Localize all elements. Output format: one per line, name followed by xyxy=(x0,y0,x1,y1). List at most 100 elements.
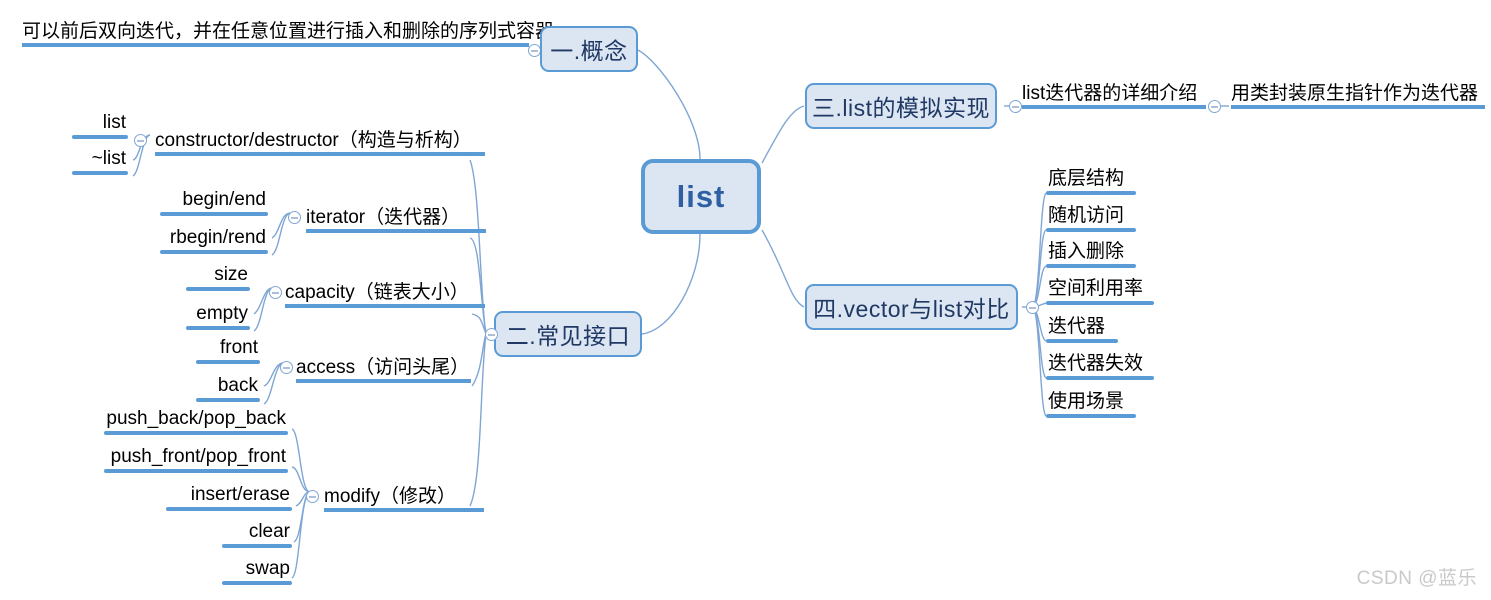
leaf-clear-label: clear xyxy=(248,521,290,542)
collapse-minus-icon-group-constructor[interactable] xyxy=(134,134,147,147)
leaf-compare-2[interactable]: 插入删除 xyxy=(1046,241,1136,268)
leaf-clear-rule xyxy=(222,544,292,548)
leaf-front-label: front xyxy=(219,337,258,358)
leaf-rbegin-rend[interactable]: rbegin/rend xyxy=(160,227,268,254)
leaf-destructor[interactable]: ~list xyxy=(72,148,128,175)
concept-note: 可以前后双向迭代，并在任意位置进行插入和删除的序列式容器 xyxy=(22,20,555,47)
collapse-minus-icon-group-modify[interactable] xyxy=(306,490,319,503)
leaf-insert-erase[interactable]: insert/erase xyxy=(166,484,292,511)
group-capacity-label: capacity（链表大小） xyxy=(285,282,469,303)
group-iterator: iterator（迭代器） xyxy=(306,206,486,233)
watermark: CSDN @蓝乐 xyxy=(1356,568,1477,589)
leaf-compare-4-label: 迭代器 xyxy=(1048,316,1106,337)
collapse-minus-icon-interfaces[interactable] xyxy=(485,328,498,341)
leaf-compare-3-label: 空间利用率 xyxy=(1048,278,1144,299)
group-capacity: capacity（链表大小） xyxy=(285,281,485,308)
node-concept[interactable]: 一.概念 xyxy=(540,26,638,72)
leaf-push-back-label: push_back/pop_back xyxy=(106,408,286,429)
group-access-rule xyxy=(296,379,471,383)
simulate-detail-label: list迭代器的详细介绍 xyxy=(1022,83,1198,104)
leaf-list[interactable]: list xyxy=(72,112,128,139)
leaf-size[interactable]: size xyxy=(186,264,250,291)
leaf-insert-erase-label: insert/erase xyxy=(190,484,290,505)
node-root-list[interactable]: list xyxy=(641,159,761,234)
leaf-empty-rule xyxy=(186,326,250,330)
leaf-insert-erase-rule xyxy=(166,507,292,511)
leaf-compare-5-label: 迭代器失效 xyxy=(1048,353,1144,374)
leaf-front[interactable]: front xyxy=(196,337,260,364)
group-access-label: access（访问头尾） xyxy=(296,357,470,378)
leaf-compare-6-rule xyxy=(1046,414,1136,418)
leaf-swap[interactable]: swap xyxy=(222,558,292,585)
leaf-compare-5[interactable]: 迭代器失效 xyxy=(1046,353,1154,380)
leaf-push-front-label: push_front/pop_front xyxy=(110,446,286,467)
leaf-rbegin-rend-label: rbegin/rend xyxy=(169,227,266,248)
collapse-minus-icon-group-access[interactable] xyxy=(280,361,293,374)
node-root-label: list xyxy=(676,178,726,214)
leaf-back-label: back xyxy=(217,375,258,396)
leaf-list-rule xyxy=(72,135,128,139)
leaf-swap-label: swap xyxy=(245,558,290,579)
leaf-compare-0[interactable]: 底层结构 xyxy=(1046,168,1136,195)
leaf-compare-1[interactable]: 随机访问 xyxy=(1046,205,1136,232)
simulate-detail-child: 用类封装原生指针作为迭代器 xyxy=(1231,82,1485,109)
leaf-begin-end-rule xyxy=(160,212,268,216)
leaf-compare-6[interactable]: 使用场景 xyxy=(1046,391,1136,418)
leaf-compare-0-label: 底层结构 xyxy=(1048,168,1125,189)
concept-note-label: 可以前后双向迭代，并在任意位置进行插入和删除的序列式容器 xyxy=(22,21,555,42)
leaf-size-rule xyxy=(186,287,250,291)
leaf-swap-rule xyxy=(222,581,292,585)
leaf-compare-4[interactable]: 迭代器 xyxy=(1046,316,1118,343)
node-compare-label: 四.vector与list对比 xyxy=(813,296,1010,322)
collapse-minus-icon-group-capacity[interactable] xyxy=(269,286,282,299)
leaf-push-back[interactable]: push_back/pop_back xyxy=(104,408,288,435)
leaf-push-front[interactable]: push_front/pop_front xyxy=(104,446,288,473)
leaf-compare-3[interactable]: 空间利用率 xyxy=(1046,278,1154,305)
group-capacity-rule xyxy=(285,304,485,308)
group-iterator-rule xyxy=(306,229,486,233)
group-modify: modify（修改） xyxy=(324,485,484,512)
node-compare[interactable]: 四.vector与list对比 xyxy=(805,284,1018,330)
group-iterator-label: iterator（迭代器） xyxy=(306,207,461,228)
leaf-compare-3-rule xyxy=(1046,301,1154,305)
collapse-minus-icon-compare[interactable] xyxy=(1026,301,1039,314)
simulate-detail-child-label: 用类封装原生指针作为迭代器 xyxy=(1231,83,1479,104)
node-concept-label: 一.概念 xyxy=(550,38,628,64)
leaf-compare-2-label: 插入删除 xyxy=(1048,241,1125,262)
leaf-size-label: size xyxy=(214,264,248,285)
leaf-back[interactable]: back xyxy=(196,375,260,402)
leaf-destructor-label: ~list xyxy=(91,148,126,169)
group-constructor-label: constructor/destructor（构造与析构） xyxy=(155,130,472,151)
node-simulate-label: 三.list的模拟实现 xyxy=(812,95,990,121)
leaf-destructor-rule xyxy=(72,171,128,175)
simulate-detail-child-rule xyxy=(1231,105,1485,109)
group-constructor: constructor/destructor（构造与析构） xyxy=(155,129,485,156)
leaf-compare-1-rule xyxy=(1046,228,1136,232)
leaf-back-rule xyxy=(196,398,260,402)
group-modify-rule xyxy=(324,508,484,512)
leaf-clear[interactable]: clear xyxy=(222,521,292,548)
collapse-minus-icon-simulate-detail[interactable] xyxy=(1208,100,1221,113)
node-simulate[interactable]: 三.list的模拟实现 xyxy=(805,83,997,129)
leaf-front-rule xyxy=(196,360,260,364)
leaf-empty[interactable]: empty xyxy=(186,303,250,330)
group-constructor-rule xyxy=(155,152,485,156)
leaf-compare-0-rule xyxy=(1046,191,1136,195)
group-access: access（访问头尾） xyxy=(296,356,471,383)
leaf-compare-1-label: 随机访问 xyxy=(1048,205,1125,226)
leaf-empty-label: empty xyxy=(196,303,248,324)
collapse-minus-icon-simulate[interactable] xyxy=(1009,100,1022,113)
leaf-begin-end-label: begin/end xyxy=(182,189,266,210)
node-interfaces[interactable]: 二.常见接口 xyxy=(494,311,642,357)
simulate-detail-rule xyxy=(1022,105,1206,109)
collapse-minus-icon-group-iterator[interactable] xyxy=(288,211,301,224)
leaf-compare-2-rule xyxy=(1046,264,1136,268)
leaf-list-label: list xyxy=(102,112,126,133)
leaf-begin-end[interactable]: begin/end xyxy=(160,189,268,216)
leaf-compare-4-rule xyxy=(1046,339,1118,343)
node-interfaces-label: 二.常见接口 xyxy=(505,323,631,349)
concept-note-rule xyxy=(22,43,529,47)
leaf-push-back-rule xyxy=(104,431,288,435)
leaf-push-front-rule xyxy=(104,469,288,473)
